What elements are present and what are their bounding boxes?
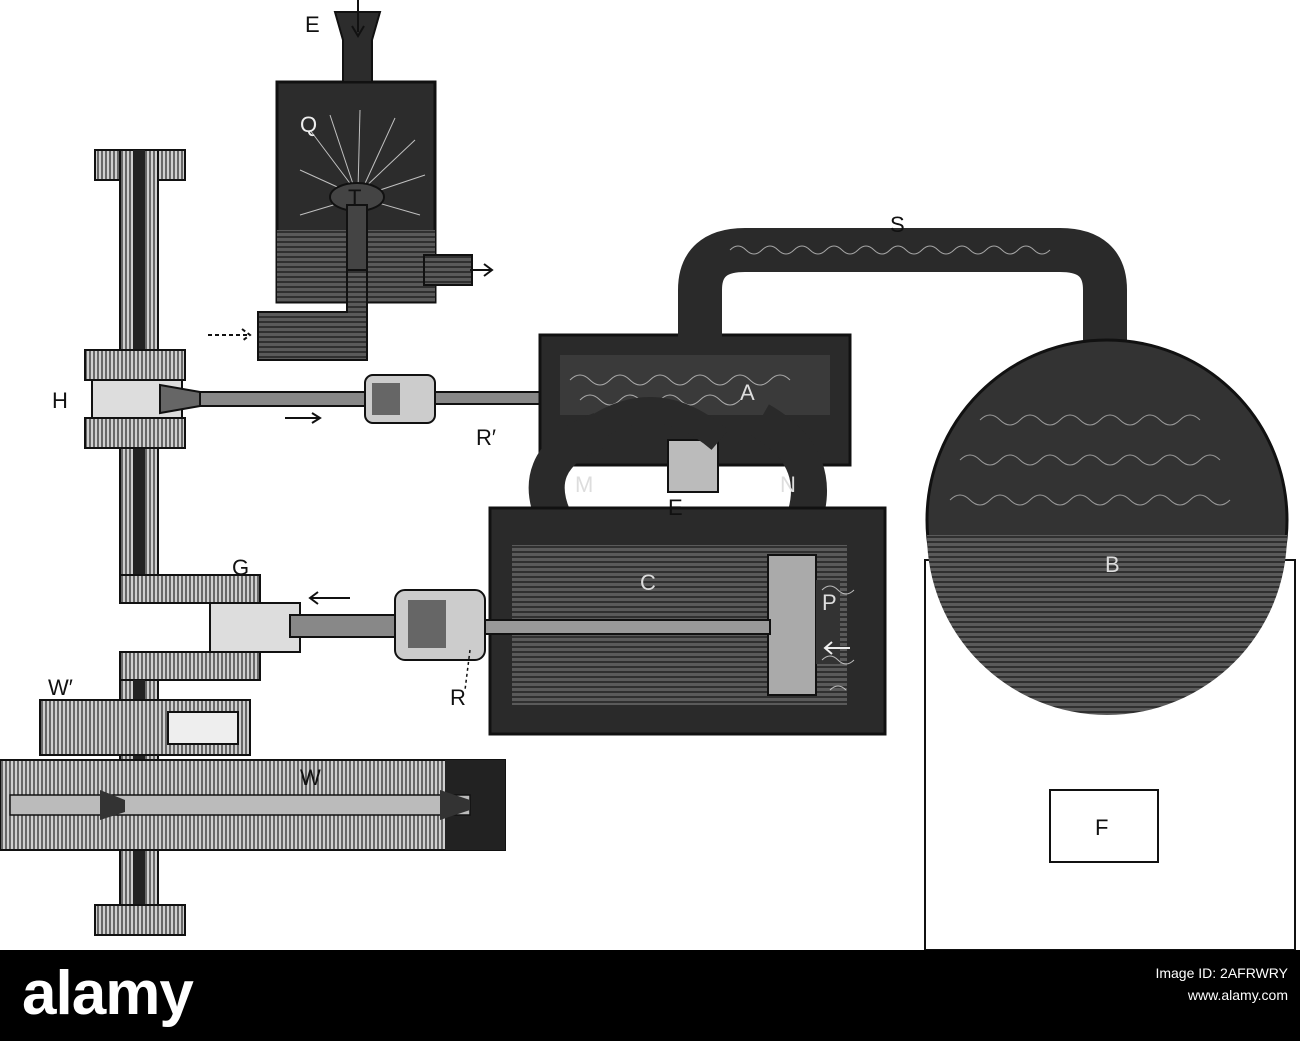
steam-engine-diagram: E Q T S H R′ A E M N G C P R B W′ W F [0, 0, 1296, 950]
valve-rod [159, 374, 551, 424]
label-n: N [780, 472, 796, 497]
label-w: W [300, 765, 321, 790]
alamy-logo: alamy [22, 959, 194, 1028]
label-e-mid: E [668, 495, 683, 520]
label-g: G [232, 555, 249, 580]
label-p: P [822, 590, 837, 615]
boiler-b [924, 338, 1296, 950]
label-e-top: E [305, 12, 320, 37]
label-h: H [52, 388, 68, 413]
crankshaft [0, 149, 506, 936]
site-url: www.alamy.com [1187, 987, 1288, 1003]
label-b: B [1105, 552, 1120, 577]
label-t: T [348, 185, 361, 210]
image-id-label: Image ID: 2AFRWRY [1155, 965, 1288, 981]
label-f: F [1095, 815, 1108, 840]
label-c: C [640, 570, 656, 595]
label-w-prime: W′ [48, 675, 73, 700]
cylinder-c [469, 506, 887, 736]
image-id-info: Image ID: 2AFRWRY www.alamy.com [1118, 962, 1288, 1006]
label-r-prime: R′ [476, 425, 496, 450]
label-r: R [450, 685, 466, 710]
label-q: Q [300, 112, 317, 137]
label-m: M [575, 472, 593, 497]
diagram-labels: E Q T S H R′ A E M N G C P R B W′ W F [48, 12, 1120, 840]
piston-rod-r [289, 589, 486, 691]
label-a: A [740, 380, 755, 405]
condenser-q [208, 0, 494, 361]
steam-pipe-s [678, 228, 1127, 345]
stock-footer: alamy Image ID: 2AFRWRY www.alamy.com [0, 950, 1300, 1041]
label-s: S [890, 212, 905, 237]
